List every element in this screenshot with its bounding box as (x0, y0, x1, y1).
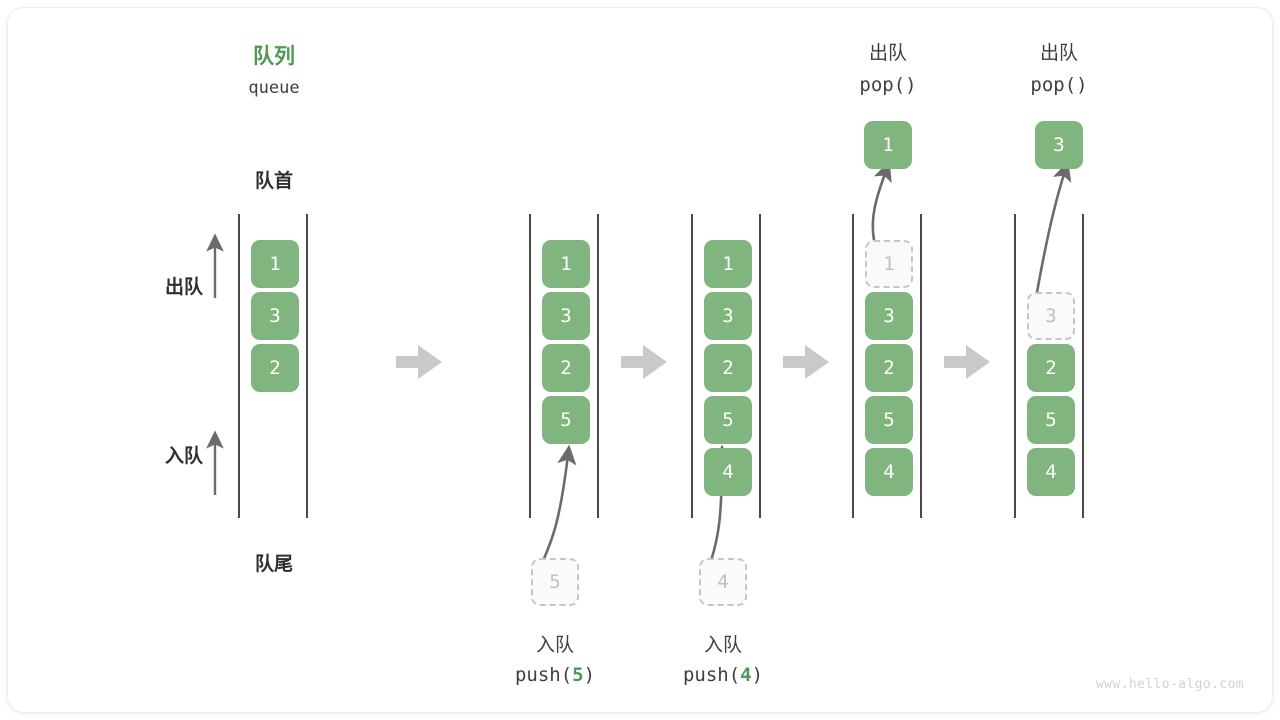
enqueue-label: 入队 (164, 446, 203, 467)
pop-3-caption-cn: 出队 (1039, 43, 1078, 64)
queue-item: 4 (1027, 448, 1075, 496)
queue-item: 2 (865, 344, 913, 392)
push-ghost-tile: 5 (531, 558, 579, 606)
queue-title-en: queue (248, 78, 300, 98)
queue-rail-right (1082, 214, 1084, 518)
queue-item: 1 (542, 240, 590, 288)
push-4-caption-cn: 入队 (703, 635, 742, 656)
queue-front-label: 队首 (254, 171, 293, 192)
queue-rail-left (691, 214, 693, 518)
queue-item: 2 (251, 344, 299, 392)
pop-ghost-tile: 3 (1027, 292, 1075, 340)
queue-item: 3 (542, 292, 590, 340)
queue-rail-left (852, 214, 854, 518)
queue-item: 1 (251, 240, 299, 288)
push-4-code-prefix: push( (682, 664, 741, 686)
pop-3-arrow (1034, 161, 1072, 299)
queue-item: 5 (1027, 396, 1075, 444)
queue-rail-left (238, 214, 240, 518)
pop-ghost-tile: 1 (865, 240, 913, 288)
queue-item-new: 4 (704, 448, 752, 496)
push-5-caption-cn: 入队 (535, 635, 574, 656)
queue-rear-label: 队尾 (254, 554, 293, 575)
push-4-code-arg: 4 (740, 664, 752, 686)
push-5-caption-code: push(5) (480, 664, 630, 686)
dequeue-label: 出队 (164, 277, 203, 298)
watermark: www.hello-algo.com (1095, 677, 1244, 692)
queue-rail-right (920, 214, 922, 518)
push-5-code-suffix: ) (583, 664, 596, 686)
queue-item: 4 (865, 448, 913, 496)
pop-1-arrow (871, 161, 892, 241)
push-5-code-arg: 5 (572, 664, 584, 686)
pop-1-caption-code: pop() (859, 74, 917, 96)
diagram-card: 队列 queue 队首 队尾 出队 入队 1 3 2 1 3 2 5 5 入队 … (8, 8, 1272, 712)
queue-rail-right (597, 214, 599, 518)
queue-item: 5 (704, 396, 752, 444)
push-4-code-suffix: ) (751, 664, 764, 686)
queue-item: 2 (1027, 344, 1075, 392)
queue-rail-right (306, 214, 308, 518)
queue-item: 2 (542, 344, 590, 392)
popped-item: 1 (864, 121, 912, 169)
queue-title-cn: 队列 (253, 45, 295, 68)
stage-separator-arrow-1 (396, 345, 442, 379)
push-ghost-tile: 4 (699, 558, 747, 606)
queue-rail-right (759, 214, 761, 518)
pop-3-caption-code: pop() (1030, 74, 1088, 96)
pop-1-caption-cn: 出队 (868, 43, 907, 64)
stage-separator-arrow-3 (783, 345, 829, 379)
queue-item: 5 (865, 396, 913, 444)
stage-separator-arrow-4 (944, 345, 990, 379)
queue-rail-left (529, 214, 531, 518)
stage-separator-arrow-2 (621, 345, 667, 379)
push-4-caption-code: push(4) (648, 664, 798, 686)
push-5-arrow (541, 444, 577, 562)
queue-item: 3 (251, 292, 299, 340)
queue-item-new: 5 (542, 396, 590, 444)
queue-item: 1 (704, 240, 752, 288)
queue-rail-left (1014, 214, 1016, 518)
queue-item: 3 (704, 292, 752, 340)
popped-item: 3 (1035, 121, 1083, 169)
push-5-code-prefix: push( (514, 664, 573, 686)
queue-item: 2 (704, 344, 752, 392)
queue-item: 3 (865, 292, 913, 340)
